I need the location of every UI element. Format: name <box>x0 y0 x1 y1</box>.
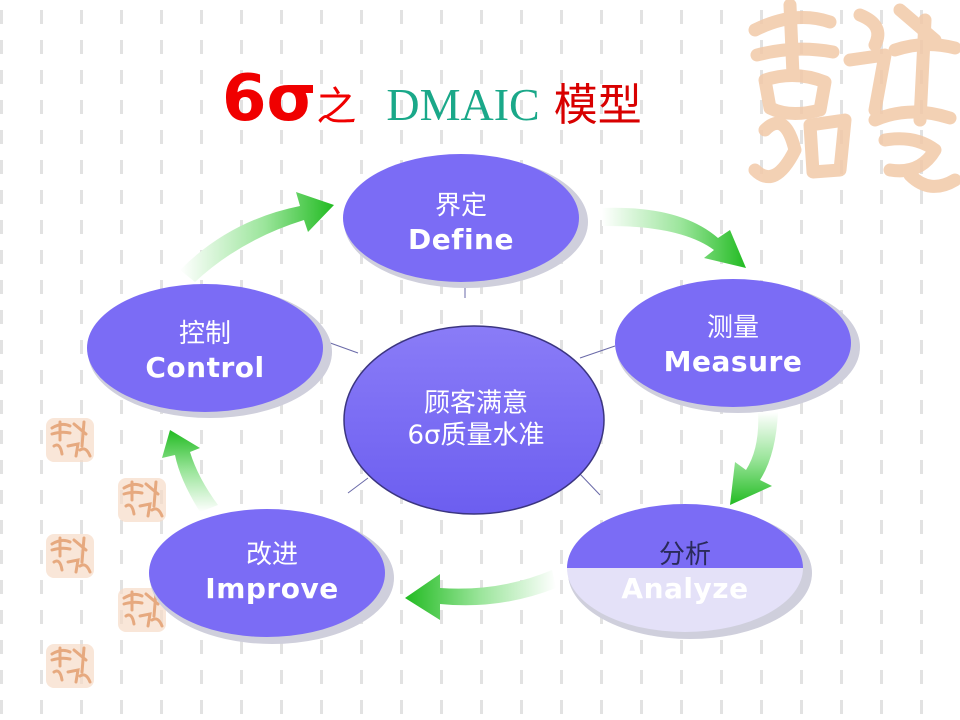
node-control <box>87 284 323 412</box>
label-improve: 改进 Improve <box>205 540 338 606</box>
control-en: Control <box>145 350 265 384</box>
analyze-en: Analyze <box>621 571 749 605</box>
improve-zh: 改进 <box>245 540 298 571</box>
label-measure: 测量 Measure <box>664 313 803 379</box>
arrow-analyze-to-improve <box>405 570 556 620</box>
connector-measure <box>579 345 616 359</box>
connector-analyze <box>579 473 601 496</box>
define-en: Define <box>408 222 514 256</box>
title-dmaic: DMAIC <box>386 79 540 130</box>
arrow-measure-to-analyze <box>730 412 778 505</box>
connector-improve <box>347 477 369 494</box>
label-define: 界定 Define <box>408 191 514 257</box>
node-measure <box>615 279 851 407</box>
measure-en: Measure <box>663 344 803 378</box>
measure-zh: 测量 <box>706 313 759 344</box>
calligraphy-seal-small-3 <box>46 534 94 578</box>
analyze-zh: 分析 <box>658 540 712 571</box>
title-prefix: 6σ <box>222 62 317 136</box>
calligraphy-seal-small-4 <box>118 588 166 632</box>
node-improve <box>149 509 385 637</box>
label-analyze: 分析 Analyze <box>621 540 748 606</box>
center-line2: 6σ质量水准 <box>407 420 545 450</box>
title-connector: 之 <box>316 84 357 130</box>
calligraphy-seal-small-2 <box>118 478 166 522</box>
arrow-define-to-measure <box>602 207 746 268</box>
flow-arrows <box>162 192 778 620</box>
center-line1: 顾客满意 <box>423 388 528 419</box>
center-node <box>343 325 605 515</box>
calligraphy-seal-small-1 <box>46 418 94 462</box>
title-model: 模型 <box>553 80 642 131</box>
calligraphy-seal-small-5 <box>46 644 94 688</box>
define-zh: 界定 <box>434 191 487 222</box>
label-control: 控制 Control <box>145 319 264 385</box>
label-center: 顾客满意 6σ质量水准 <box>407 388 544 451</box>
arrow-improve-to-control <box>162 430 218 512</box>
arrow-control-to-define <box>180 192 334 282</box>
control-zh: 控制 <box>178 319 231 350</box>
page-title: 6σ 之 DMAIC 模型 <box>222 62 642 136</box>
calligraphy-seal-large <box>748 0 960 193</box>
node-analyze <box>567 504 803 632</box>
improve-en: Improve <box>205 571 339 605</box>
node-define <box>343 154 579 282</box>
